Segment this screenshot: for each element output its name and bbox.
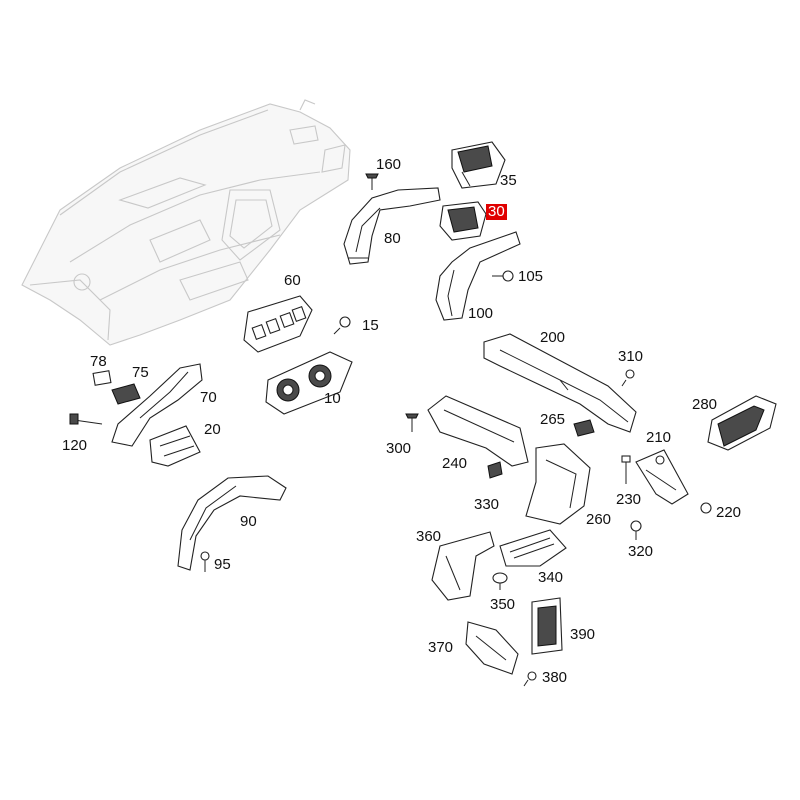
part-210-bracket — [635, 449, 689, 505]
part-label-220: 220 — [716, 504, 742, 521]
part-310-screw — [621, 369, 635, 387]
part-90-duct — [177, 475, 287, 571]
part-label-78: 78 — [90, 353, 107, 370]
part-70-duct — [111, 363, 203, 447]
part-10-vent — [265, 351, 353, 415]
part-265-clip — [573, 419, 595, 437]
part-label-75: 75 — [132, 364, 149, 381]
part-label-390: 390 — [570, 626, 596, 643]
part-label-230: 230 — [616, 491, 642, 508]
part-label-240: 240 — [442, 455, 468, 472]
part-label-95: 95 — [214, 556, 231, 573]
part-30-vent — [439, 201, 487, 241]
part-300-screw — [405, 413, 419, 432]
dashboard-outline — [21, 99, 351, 346]
part-260-duct — [525, 443, 591, 525]
part-label-340: 340 — [538, 569, 564, 586]
part-label-80: 80 — [384, 230, 401, 247]
part-label-265: 265 — [540, 411, 566, 428]
part-350-cap — [492, 572, 508, 590]
part-label-160: 160 — [376, 156, 402, 173]
part-370-bracket — [465, 621, 519, 675]
part-label-60: 60 — [284, 272, 301, 289]
part-label-120: 120 — [62, 437, 88, 454]
part-label-35: 35 — [500, 172, 517, 189]
part-35-vent — [451, 141, 506, 189]
part-label-15: 15 — [362, 317, 379, 334]
part-80-duct — [343, 187, 441, 265]
part-label-105: 105 — [518, 268, 544, 285]
part-label-370: 370 — [428, 639, 454, 656]
part-330-clip — [487, 461, 503, 479]
part-120-sensor — [69, 413, 103, 425]
part-label-330: 330 — [474, 496, 500, 513]
part-360-duct — [431, 531, 495, 601]
part-label-200: 200 — [540, 329, 566, 346]
part-105-clip — [492, 270, 514, 282]
part-label-350: 350 — [490, 596, 516, 613]
part-label-10: 10 — [324, 390, 341, 407]
part-label-380: 380 — [542, 669, 568, 686]
part-label-260: 260 — [586, 511, 612, 528]
part-label-310: 310 — [618, 348, 644, 365]
part-200-duct — [483, 333, 637, 433]
part-280-vent — [707, 395, 777, 451]
part-240-duct — [427, 395, 529, 467]
part-75-switch — [111, 383, 141, 405]
part-label-30-highlighted: 30 — [486, 203, 507, 220]
part-160-screw — [365, 173, 379, 190]
part-label-90: 90 — [240, 513, 257, 530]
part-220-nut — [700, 502, 712, 514]
part-340-vent — [499, 529, 567, 567]
part-label-70: 70 — [200, 389, 217, 406]
part-15-screw — [333, 316, 351, 335]
part-label-20: 20 — [204, 421, 221, 438]
part-60-vent — [243, 295, 313, 353]
part-78-pad — [92, 370, 112, 386]
part-100-duct — [435, 231, 521, 321]
part-label-100: 100 — [468, 305, 494, 322]
part-230-screw — [621, 455, 631, 484]
part-label-320: 320 — [628, 543, 654, 560]
part-20-bracket — [149, 425, 201, 467]
part-label-300: 300 — [386, 440, 412, 457]
part-label-280: 280 — [692, 396, 718, 413]
part-380-screw — [523, 671, 537, 687]
part-390-vent — [531, 597, 563, 655]
part-320-screw — [630, 520, 642, 540]
part-95-screw — [200, 551, 210, 572]
part-label-360: 360 — [416, 528, 442, 545]
part-label-210: 210 — [646, 429, 672, 446]
